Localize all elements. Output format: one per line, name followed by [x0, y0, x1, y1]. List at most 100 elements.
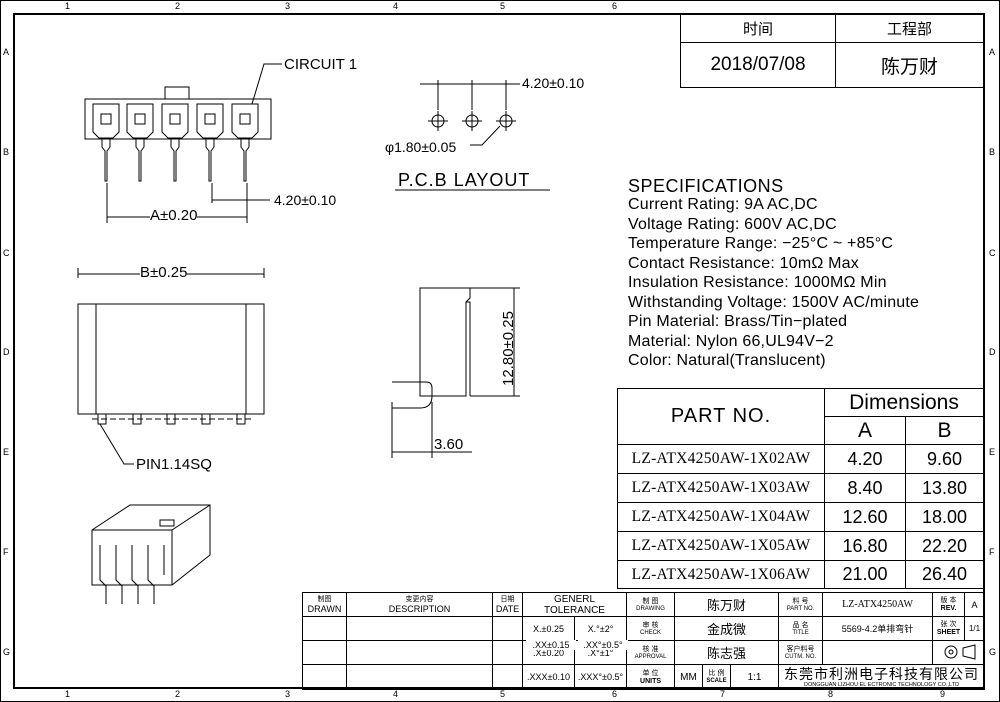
a-dim-label: A±0.20	[150, 207, 198, 224]
b-cell: 18.00	[905, 502, 984, 532]
row-tick-f: F	[3, 547, 9, 557]
spec-line: Voltage Rating: 600V AC,DC	[628, 215, 837, 233]
check-cn: 审 核	[642, 621, 659, 629]
row-tick-b-right: B	[989, 147, 996, 157]
company-cn: 东莞市利洲电子科技有限公司	[784, 665, 980, 682]
row-tick-g: G	[3, 647, 11, 657]
blank-cell	[302, 640, 347, 665]
row-tick-g-right: G	[989, 647, 997, 657]
scale-cn: 比 例	[708, 670, 725, 677]
part-cell: LZ-ATX4250AW-1X05AW	[617, 531, 825, 561]
spec-line: Color: Natural(Translucent)	[628, 352, 826, 369]
date-en: DATE	[495, 603, 520, 614]
blank-cell	[492, 664, 523, 690]
tol-cell: X.°±2°	[573, 616, 628, 641]
height-dim-lines	[470, 287, 520, 397]
b-cell: 26.40	[905, 560, 984, 589]
desc-cn: 变更内容	[405, 595, 434, 603]
row-tick-b: B	[3, 147, 10, 157]
connector-pins	[101, 139, 250, 182]
connector-front-body	[77, 303, 265, 415]
title-value: 5569-4.2单排弯针	[822, 616, 934, 641]
a-cell: 21.00	[824, 560, 906, 589]
units-cn: 单 位	[642, 669, 659, 677]
projection-symbol-cell	[932, 640, 986, 665]
dimensions-table: PART NO. Dimensions A B LZ-ATX4250AW-1X0…	[617, 388, 984, 589]
drawn-en: DRAWN	[307, 603, 342, 614]
units-value: MM	[674, 664, 704, 690]
rev-cn: 版 本	[940, 597, 957, 604]
col-tick-5: 5	[500, 1, 506, 11]
blank-cell	[492, 616, 523, 641]
drawing-en: DRAWING	[636, 605, 665, 612]
spec-line: Current Rating: 9A AC,DC	[628, 196, 818, 213]
dimensions-header: Dimensions	[824, 388, 984, 417]
col-tick-9-bottom: 9	[940, 689, 946, 699]
col-tick-2: 2	[175, 1, 181, 11]
row-tick-e-right: E	[989, 447, 996, 457]
blank-cell	[346, 664, 493, 690]
spec-line: Withstanding Voltage: 1500V AC/minute	[628, 293, 920, 311]
blank-cell	[346, 616, 493, 641]
circuit-leader	[251, 63, 282, 105]
rev-en: REV.	[940, 605, 957, 612]
approval-cn: 核 准	[642, 645, 659, 653]
pcb-hole-leader	[470, 125, 501, 146]
tol-cell: .XXX±0.10	[522, 664, 575, 690]
circuit-label: CIRCUIT 1	[284, 56, 358, 73]
row-tick-d-right: D	[989, 347, 996, 357]
spec-line: Insulation Resistance: 1000MΩ Min	[628, 274, 887, 291]
partno-value: LZ-ATX4250AW	[822, 592, 934, 617]
connector-top-body	[84, 98, 272, 140]
side-view-body	[419, 287, 471, 397]
partno-cn: 料 号	[792, 597, 809, 605]
tol-cell: X.±0.25	[522, 616, 575, 641]
col-tick-1: 1	[65, 1, 71, 11]
connector-latch	[164, 86, 190, 100]
part-cell: LZ-ATX4250AW-1X03AW	[617, 473, 825, 503]
part-cell: LZ-ATX4250AW-1X04AW	[617, 502, 825, 532]
pcb-pitch-label: 4.20±0.10	[522, 75, 585, 91]
col-tick-4-bottom: 4	[393, 689, 399, 699]
part-cell: LZ-ATX4250AW-1X06AW	[617, 560, 825, 589]
row-tick-c: C	[3, 248, 10, 258]
col-tick-3: 3	[285, 1, 291, 11]
connector-cavities	[92, 103, 259, 139]
approval-en: APPROVAL	[634, 653, 667, 660]
spec-line: Contact Resistance: 10mΩ Max	[628, 254, 859, 272]
spec-line: Temperature Range: −25°C ~ +85°C	[628, 235, 894, 252]
row-tick-c-right: C	[989, 248, 996, 258]
time-label: 时间	[680, 14, 836, 43]
side-view-pin	[392, 381, 433, 409]
table-row: LZ-ATX4250AW-1X03AW 8.40 13.80	[617, 473, 984, 503]
spec-title: SPECIFICATIONS	[628, 176, 784, 196]
a-cell: 8.40	[824, 473, 906, 503]
offset-dim-label: 3.60	[434, 436, 464, 453]
drawn-cn: 制图	[317, 595, 332, 603]
col-tick-4: 4	[393, 1, 399, 11]
date-cn: 日期	[500, 595, 515, 603]
col-tick-8-bottom: 8	[828, 689, 834, 699]
part-no-header: PART NO.	[617, 388, 825, 445]
pin-leader	[99, 423, 134, 465]
a-cell: 12.60	[824, 502, 906, 532]
col-tick-6: 6	[612, 1, 618, 11]
front-inner-lines	[95, 304, 247, 414]
sheet-en: SHEET	[936, 629, 961, 636]
row-tick-f-right: F	[989, 547, 995, 557]
col-tick-3-bottom: 3	[285, 689, 291, 699]
tol-cell-xx-angle: .XX°±0.5°	[578, 640, 628, 650]
table-row: LZ-ATX4250AW-1X02AW 4.20 9.60	[617, 444, 984, 474]
side-view-edge	[466, 301, 471, 396]
partno-en: PART NO.	[786, 605, 815, 612]
